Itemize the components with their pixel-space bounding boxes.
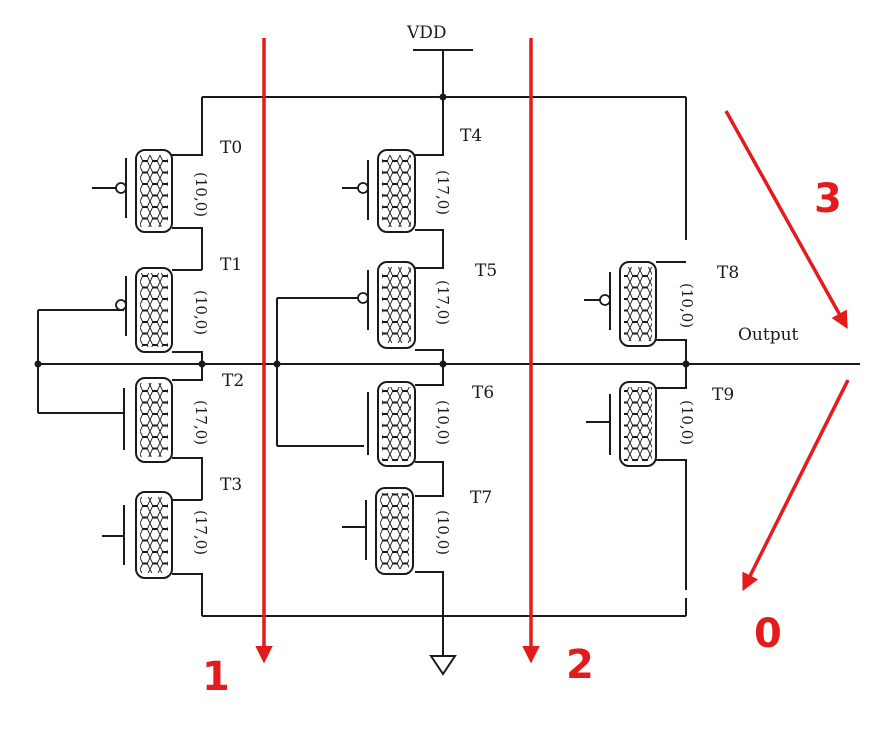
annotation-labels: 1 2 3 0 [202,176,842,700]
chirality-label: (17,0) [434,280,452,325]
transistor-label: T9 [712,385,734,405]
transistor-t9: T9 (10,0) [586,381,734,467]
annotation-arrows [255,38,850,664]
annotation-1: 1 [202,654,230,700]
chirality-label: (10,0) [434,510,452,555]
chirality-label: (17,0) [192,510,210,555]
transistor-t2: T2 (17,0) [123,371,244,463]
transistor-label: T0 [220,138,242,158]
transistor-label: T4 [460,126,482,146]
transistor-t0: T0 (10,0) [92,138,242,233]
chirality-label: (17,0) [192,400,210,445]
transistor-t6: T6 (10,0) [367,381,494,467]
chirality-label: (17,0) [434,170,452,215]
chirality-label: (10,0) [678,400,696,445]
chirality-label: (10,0) [192,172,210,217]
annotation-0: 0 [754,611,782,657]
transistor-label: T1 [220,255,242,275]
junction-dots [34,93,690,368]
column-1-wires [37,97,203,616]
column-2-wires [276,97,444,598]
vdd-label: VDD [406,23,447,43]
ground-symbol [429,598,457,676]
arrow-0 [742,379,850,592]
transistor-label: T2 [222,371,244,391]
annotation-2: 2 [566,642,594,688]
transistor-label: T6 [472,383,494,403]
output-label: Output [738,325,799,345]
transistor-label: T8 [717,263,739,283]
transistor-t1: T1 (10,0) [100,255,242,353]
transistor-label: T5 [475,261,497,281]
transistor-label: T7 [470,488,492,508]
transistor-t5: T5 (17,0) [342,261,497,349]
transistor-label: T3 [220,475,242,495]
chirality-label: (10,0) [678,283,696,328]
transistor-t8: T8 (10,0) [584,261,739,347]
transistor-t4: T4 (17,0) [342,126,482,233]
column-3-wires [656,97,687,616]
arrow-3 [724,110,848,330]
vdd-supply: VDD [406,23,473,97]
chirality-label: (10,0) [192,290,210,335]
chirality-label: (10,0) [434,400,452,445]
annotation-3: 3 [814,176,842,222]
transistor-t3: T3 (17,0) [102,475,242,579]
transistor-t7: T7 (10,0) [342,487,492,575]
output-node: Output [38,325,860,365]
